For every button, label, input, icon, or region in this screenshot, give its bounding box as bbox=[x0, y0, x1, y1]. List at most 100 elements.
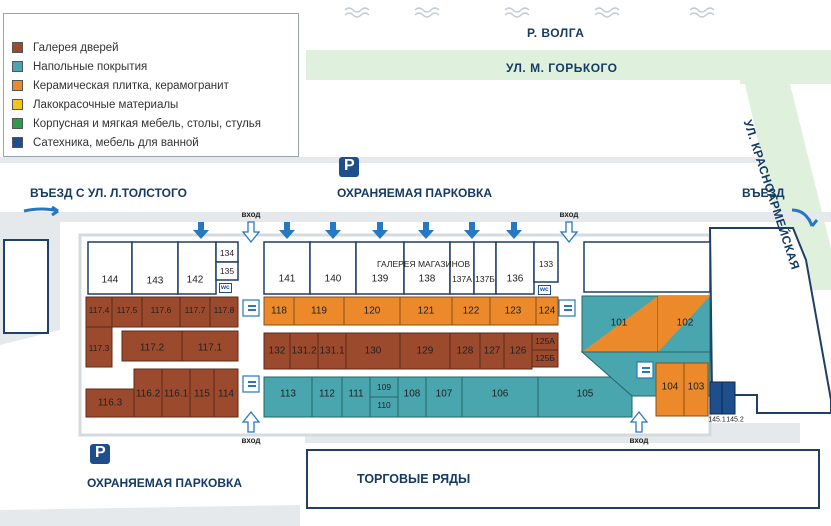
entrance-label-bottom-right: вход bbox=[629, 436, 649, 445]
legend-item: Сатехника, мебель для ванной bbox=[12, 133, 298, 152]
legend-swatch bbox=[12, 99, 23, 110]
room-number: 117.4 bbox=[88, 305, 110, 315]
room-number: 120 bbox=[363, 305, 381, 317]
room-number: 117.5 bbox=[116, 305, 138, 315]
legend-label: Лакокрасочные материалы bbox=[33, 98, 179, 111]
room-number: 101 bbox=[610, 317, 628, 329]
room-number: 121 bbox=[417, 305, 435, 317]
parking-sign-top bbox=[339, 157, 359, 177]
legend-swatch bbox=[12, 137, 23, 148]
room-number: 145.1 bbox=[708, 416, 726, 424]
room-number: 125Б bbox=[535, 353, 555, 363]
trade-rows-label: ТОРГОВЫЕ РЯДЫ bbox=[357, 472, 471, 486]
legend-label: Напольные покрытия bbox=[33, 60, 148, 73]
room-number: 123 bbox=[504, 305, 522, 317]
room-number: 117.1 bbox=[197, 342, 223, 354]
room-number: 126 bbox=[509, 345, 527, 357]
doors-block bbox=[85, 296, 239, 418]
room-number: 127 bbox=[483, 345, 501, 357]
legend-swatch bbox=[12, 42, 23, 53]
room-number: 131.2 bbox=[291, 345, 317, 357]
entrance-arrows bbox=[241, 221, 649, 433]
legend-item: Корпусная и мягкая мебель, столы, стулья bbox=[12, 114, 298, 133]
room-number: 144 bbox=[101, 274, 119, 286]
parking-letter-bottom: P bbox=[95, 444, 106, 461]
legend-item: Лакокрасочные материалы bbox=[12, 95, 298, 114]
room-number: 107 bbox=[435, 388, 453, 400]
room-number: 133 bbox=[538, 259, 554, 269]
room-number: 115 bbox=[194, 388, 210, 400]
room-number: 116.2 bbox=[135, 388, 161, 400]
stair-icons bbox=[242, 299, 654, 393]
entry-right-label: ВЪЕЗД bbox=[742, 186, 785, 200]
room-number: 114 bbox=[218, 388, 234, 400]
legend-swatch bbox=[12, 118, 23, 129]
entry-arrow-left bbox=[23, 205, 59, 217]
wc-sign-right: wc bbox=[538, 285, 551, 295]
room-number: 117.7 bbox=[184, 305, 206, 315]
room-number: 116.3 bbox=[97, 397, 123, 409]
room-number: 122 bbox=[462, 305, 480, 317]
room-number: 105 bbox=[576, 388, 594, 400]
flooring-lower bbox=[263, 376, 633, 418]
room-number: 129 bbox=[416, 345, 434, 357]
legend-label: Галерея дверей bbox=[33, 41, 119, 54]
street-gorky-label: УЛ. М. ГОРЬКОГО bbox=[506, 61, 618, 75]
room-number: 102 bbox=[676, 317, 694, 329]
room-number: 110 bbox=[377, 400, 391, 410]
parking-sign-bottom bbox=[90, 444, 110, 464]
room-number: 141 bbox=[278, 273, 296, 285]
ceramic-upper bbox=[263, 296, 559, 326]
room-number: 130 bbox=[364, 345, 382, 357]
room-number: 128 bbox=[456, 345, 474, 357]
parking-top-label: ОХРАНЯЕМАЯ ПАРКОВКА bbox=[337, 186, 493, 200]
room-number: 118 bbox=[271, 305, 287, 317]
stair-steps bbox=[248, 305, 650, 387]
room-number: 119 bbox=[311, 305, 327, 317]
room-number: 131.1 bbox=[319, 345, 345, 357]
gallery-label: ГАЛЕРЕЯ МАГАЗИНОВ bbox=[377, 259, 470, 269]
legend-item: Напольные покрытия bbox=[12, 57, 298, 76]
room-number: 117.2 bbox=[139, 342, 165, 354]
river-label: Р. ВОЛГА bbox=[527, 26, 585, 40]
trade-rows-building bbox=[306, 449, 820, 509]
top-rooms bbox=[87, 241, 711, 295]
entry-arrow-right bbox=[791, 208, 819, 227]
room-number: 117.6 bbox=[150, 305, 172, 315]
room-number: 139 bbox=[371, 273, 389, 285]
room-number: 111 bbox=[348, 388, 364, 400]
side-building bbox=[3, 239, 49, 334]
entry-arrows bbox=[193, 222, 522, 239]
legend-swatch bbox=[12, 80, 23, 91]
room-number: 113 bbox=[280, 388, 296, 400]
room-number: 145.2 bbox=[726, 416, 744, 424]
room-number: 142 bbox=[186, 274, 204, 286]
room-number: 108 bbox=[403, 388, 421, 400]
parking-bottom-label: ОХРАНЯЕМАЯ ПАРКОВКА bbox=[87, 476, 243, 490]
room-number: 104 bbox=[661, 381, 679, 393]
room-number: 112 bbox=[319, 388, 335, 400]
room-number: 137Б bbox=[475, 274, 495, 284]
room-number: 138 bbox=[418, 273, 436, 285]
entrance-label-bottom-left: вход bbox=[241, 436, 261, 445]
room-104 bbox=[655, 362, 685, 417]
room-number: 125А bbox=[535, 336, 555, 346]
legend-label: Сатехника, мебель для ванной bbox=[33, 136, 199, 149]
wc-sign-left: wc bbox=[219, 283, 232, 293]
parking-letter-top: P bbox=[344, 157, 355, 174]
room-number: 137А bbox=[452, 274, 472, 284]
room-number: 124 bbox=[538, 305, 556, 317]
legend-item: Галерея дверей bbox=[12, 38, 298, 57]
room-number: 106 bbox=[491, 388, 509, 400]
room-145-2 bbox=[721, 381, 736, 415]
room-number: 117.3 bbox=[88, 343, 110, 353]
room-number: 134 bbox=[219, 248, 235, 258]
legend-item: Керамическая плитка, керамогранит bbox=[12, 76, 298, 95]
street-gorky-road bbox=[306, 50, 831, 84]
room-number: 132 bbox=[268, 345, 286, 357]
room-number: 109 bbox=[376, 382, 392, 392]
room-number: 140 bbox=[324, 273, 342, 285]
legend-label: Корпусная и мягкая мебель, столы, стулья bbox=[33, 117, 262, 130]
